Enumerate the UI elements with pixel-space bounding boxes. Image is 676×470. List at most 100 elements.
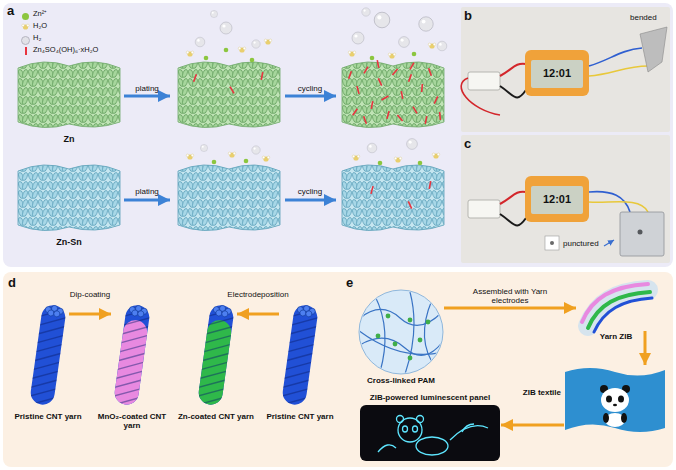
photo-bended [640,27,667,72]
process-arrow [124,95,170,98]
yarn-node: MnO₂-coated CNT yarn [112,300,152,410]
node-caption: Cross-linked PAM [367,376,435,385]
photo-bended [461,7,670,132]
byproduct-bars [397,114,403,121]
ions-and-water [370,56,375,61]
process-label: cycling [298,84,322,93]
hydrogen-bubbles [210,10,217,17]
edge-label: Dip-coating [69,290,111,299]
byproduct-bars [408,74,412,82]
byproduct-bars [401,91,404,99]
byproduct-bars [409,62,414,70]
photo-punctured [589,202,648,212]
battery-textile [601,388,629,412]
edge-label: Electrodeposition [226,290,289,299]
hydrogen-bubbles [419,17,433,31]
ions-and-water [250,58,255,63]
photo-bended [531,60,583,88]
photo-punctured [500,214,526,226]
ions-and-water [212,160,217,165]
byproduct-bars [386,111,390,119]
pam-network [358,309,444,325]
hydrogen-bubbles [200,144,207,151]
hydrogen-bubbles [399,37,410,48]
byproduct-bars [429,181,432,189]
photo-punctured [550,241,554,245]
ions-and-water [378,161,383,166]
byproduct-bars [392,68,398,75]
panel-letter: a [7,4,14,19]
panel-letter: c [464,137,471,152]
byproduct-bars [421,84,423,92]
ions-and-water [186,39,439,165]
byproduct-bars [439,112,441,120]
byproduct-bars [428,68,432,76]
photo-punctured [620,212,664,256]
textile-node: ZIB textile [565,366,665,434]
byproduct-bars [381,95,389,100]
luminescent-panel [378,416,488,456]
pam-network [418,338,423,343]
cnt-yarns [194,304,237,419]
node-caption: Zn-coated CNT yarn [175,412,257,421]
byproduct-bars [363,116,367,124]
cnt-yarns [278,304,321,419]
cnt-yarns [110,304,153,419]
pam-network [426,320,431,325]
yarn-node: Pristine CNT yarn [28,300,68,410]
yarn-battery [588,290,648,326]
process-arrow [124,96,336,200]
battery-textile [613,404,617,407]
luminescent-panel [360,405,500,461]
photo-bended [500,64,526,76]
hydrogen-bubbles [437,41,447,51]
yarn-battery-node: Yarn ZIB [577,282,655,330]
byproduct-bars [408,201,413,209]
panel-letter: b [464,9,472,24]
pam-network [405,292,414,374]
pam-network [386,314,391,319]
hydrogen-bubbles [374,12,390,28]
luminescent-panel [413,426,418,432]
hydrogen-bubbles [195,8,447,154]
legend-swatch [22,13,29,20]
legend-text: Zn²⁺ [33,10,47,19]
photo-punctured [461,135,670,263]
process-arrow [69,313,111,316]
yarn-battery [594,298,652,332]
yarn-node: Zn-coated CNT yarn [196,300,236,410]
znsn-fabric [178,165,280,231]
ions-and-water [432,153,439,159]
process-arrow [285,199,336,202]
yarn-battery [582,284,648,322]
byproduct-bars [377,60,380,68]
battery-textile [618,395,624,402]
battery-textile [603,413,609,423]
panel-node: ZIB-powered luminescent panel [360,405,500,461]
battery-textile [606,395,612,402]
node-caption: ZIB-powered luminescent panel [370,393,490,402]
cnt-yarns [26,304,69,419]
ions-and-water [238,47,245,53]
photo-punctured [461,135,670,263]
panel-letter: e [346,276,353,291]
photo-bended [461,7,670,132]
luminescent-panel [360,405,500,461]
photo-punctured [500,192,526,204]
byproduct-bars [193,74,197,82]
pam-network [424,300,436,368]
photo-bended [589,48,642,66]
byproduct-bars [434,96,439,104]
byproduct-bars [370,186,374,194]
node-caption: Yarn ZIB [600,332,632,341]
byproduct-bars [371,101,374,109]
photo-annotation: punctured [563,239,599,248]
luminescent-panel [403,426,408,432]
panel-backgrounds [3,272,673,467]
ions-and-water [394,157,401,163]
zn-fabric [342,62,444,128]
cnt-yarns [26,304,321,419]
